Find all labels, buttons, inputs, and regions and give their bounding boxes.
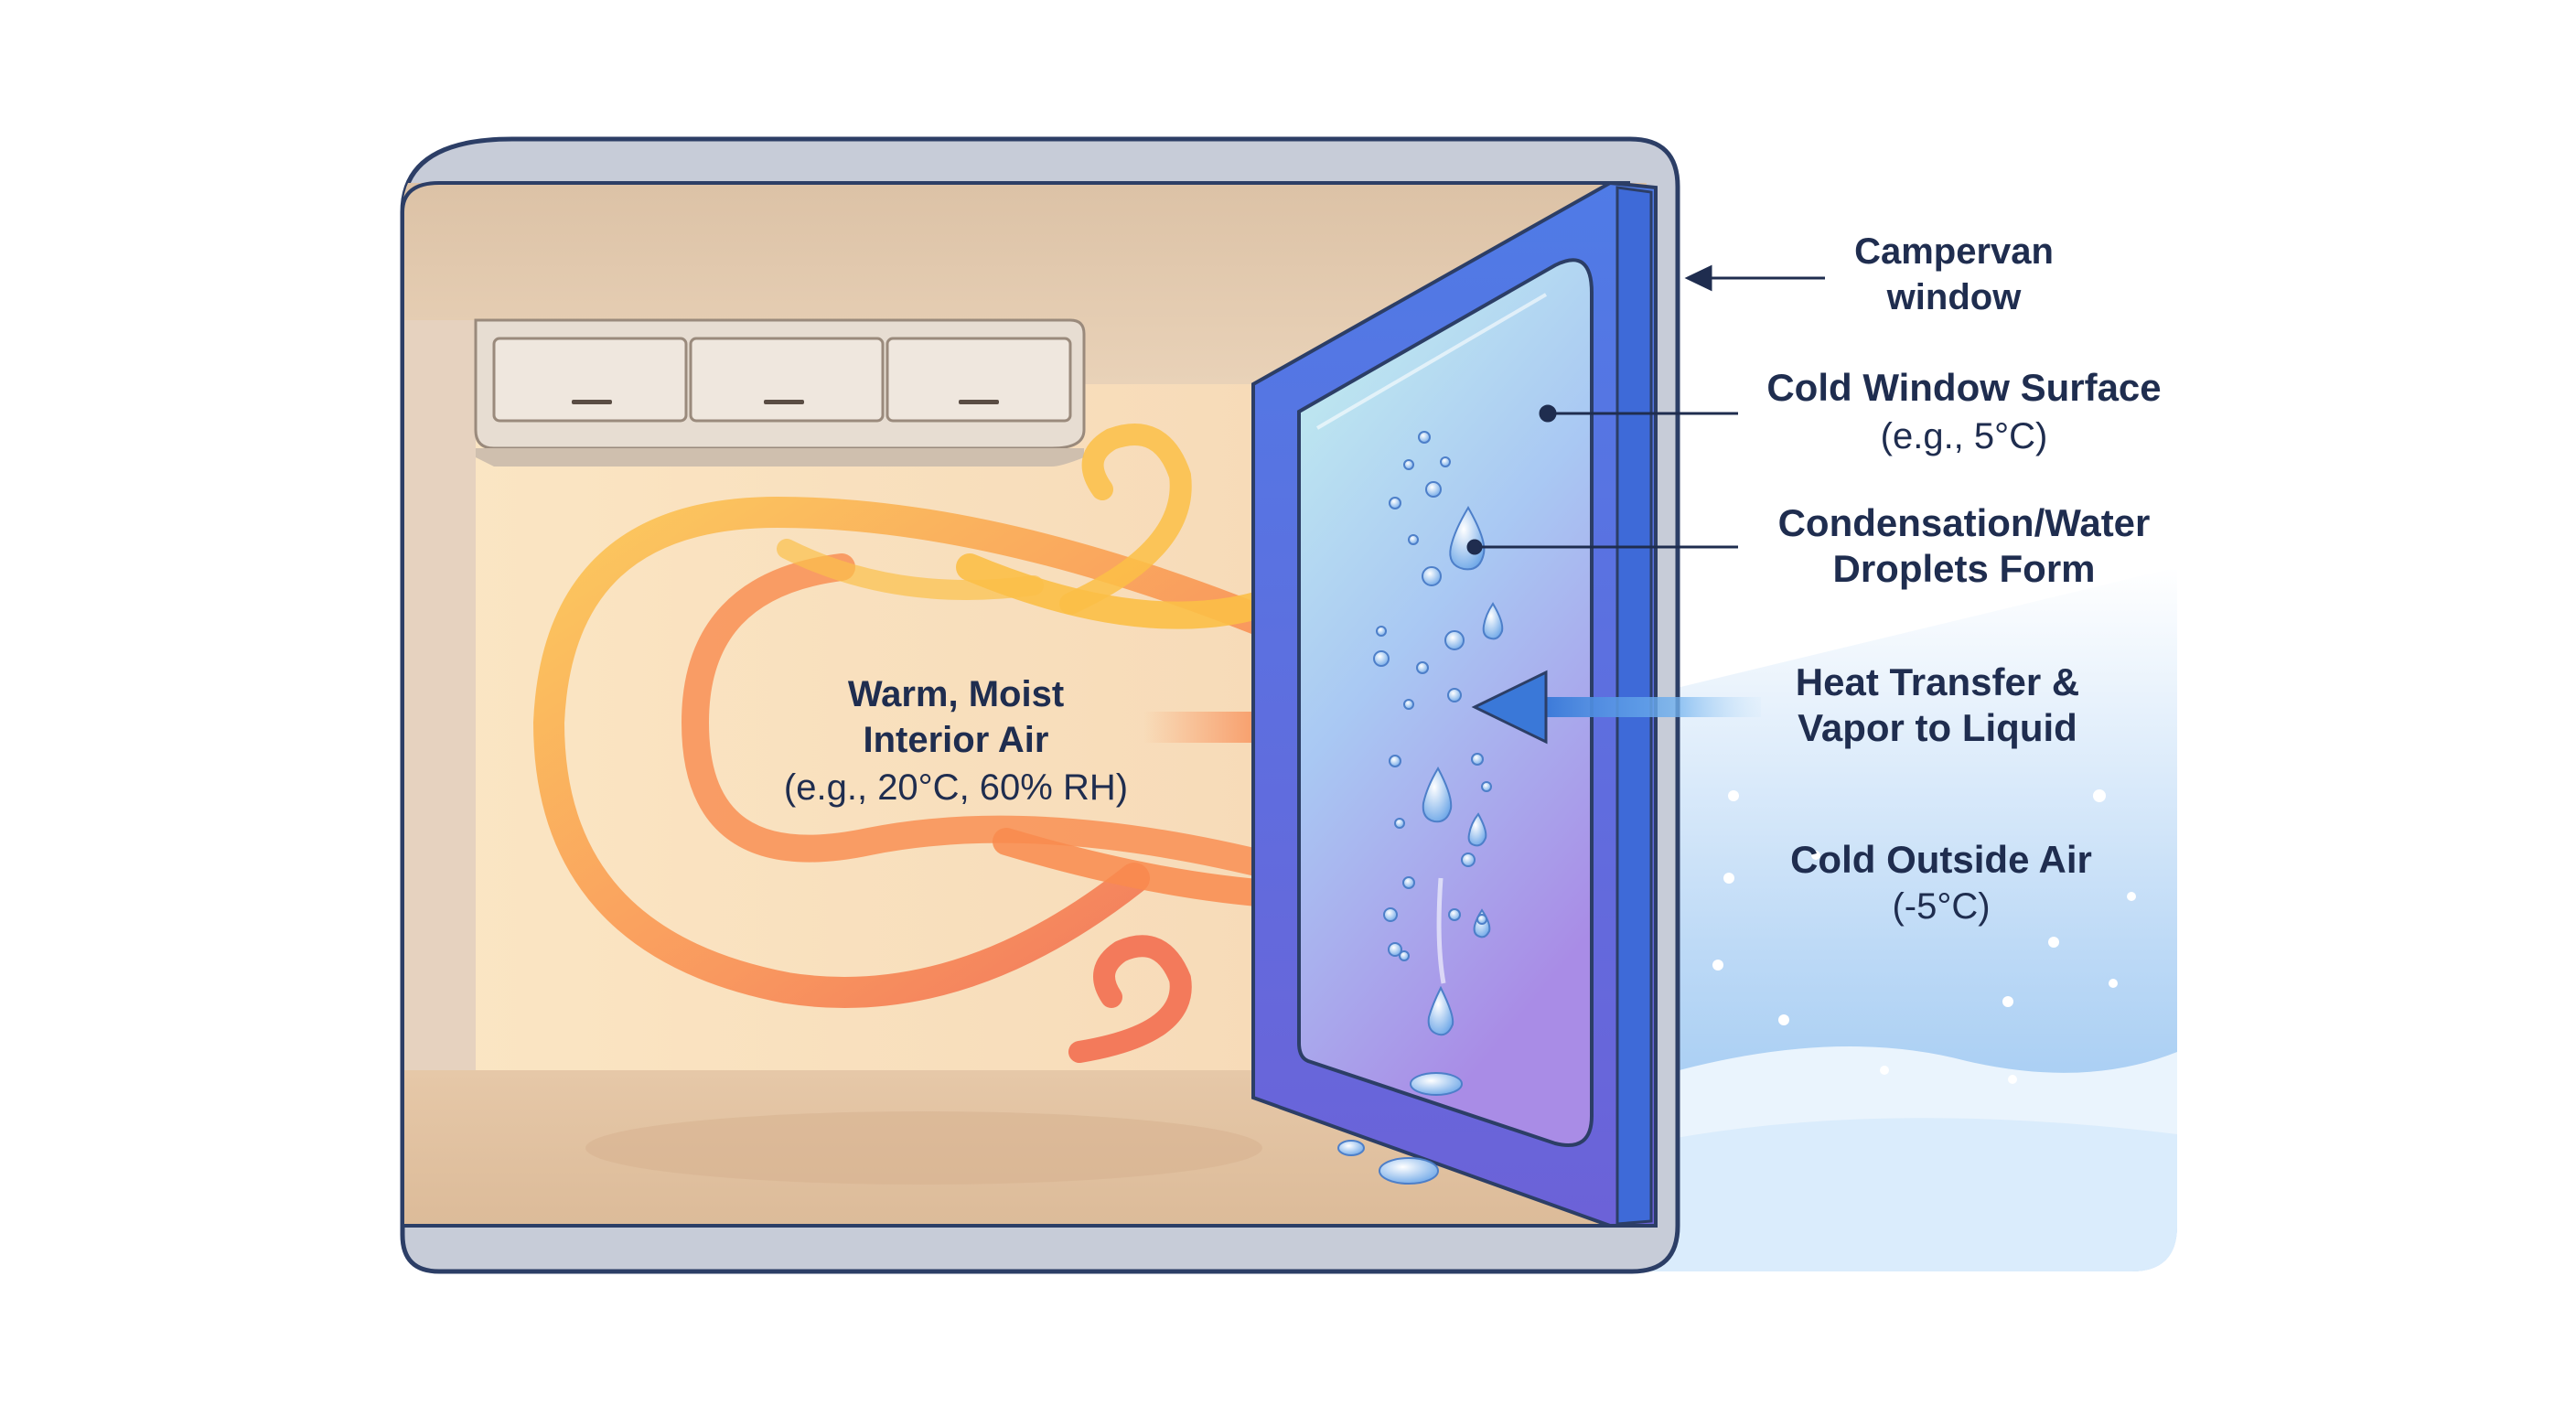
label-cold-window-surface-line2: (e.g., 5°C) bbox=[1881, 416, 2048, 456]
label-heat-transfer-line1: Heat Transfer & bbox=[1796, 660, 2079, 703]
water-droplets bbox=[1337, 431, 1504, 1185]
label-condensation: Condensation/Water Droplets Form bbox=[1778, 501, 2151, 590]
label-warm-air-line2: Interior Air bbox=[864, 720, 1049, 760]
label-cold-outside-air-line1: Cold Outside Air bbox=[1790, 838, 2092, 881]
label-campervan-window-line2: window bbox=[1886, 277, 2023, 317]
label-cold-window-surface: Cold Window Surface (e.g., 5°C) bbox=[1766, 366, 2161, 456]
warm-air-swirls bbox=[532, 424, 1331, 1063]
outside-cold-area bbox=[1647, 567, 2177, 1271]
label-campervan-window-line1: Campervan bbox=[1854, 231, 2054, 272]
label-cold-outside-air-line2: (-5°C) bbox=[1892, 886, 1990, 927]
label-cold-outside-air: Cold Outside Air (-5°C) bbox=[1790, 838, 2092, 927]
window-frame bbox=[1251, 180, 1658, 1228]
window-glass bbox=[1297, 258, 1594, 1147]
label-campervan-window: Campervan window bbox=[1854, 231, 2054, 317]
label-warm-air-line3: (e.g., 20°C, 60% RH) bbox=[784, 767, 1128, 808]
cold-arrow bbox=[1471, 670, 1761, 745]
overhead-cabinets bbox=[474, 318, 1086, 467]
leader-lines bbox=[1466, 264, 1825, 555]
label-condensation-line2: Droplets Form bbox=[1832, 547, 2095, 590]
label-warm-air: Warm, Moist Interior Air (e.g., 20°C, 60… bbox=[784, 674, 1128, 808]
label-heat-transfer-line2: Vapor to Liquid bbox=[1798, 706, 2077, 749]
label-heat-transfer: Heat Transfer & Vapor to Liquid bbox=[1796, 660, 2079, 749]
label-warm-air-line1: Warm, Moist bbox=[848, 674, 1064, 714]
label-cold-window-surface-line1: Cold Window Surface bbox=[1766, 366, 2161, 409]
snowflakes bbox=[1712, 789, 2136, 1084]
label-condensation-line1: Condensation/Water bbox=[1778, 501, 2151, 544]
